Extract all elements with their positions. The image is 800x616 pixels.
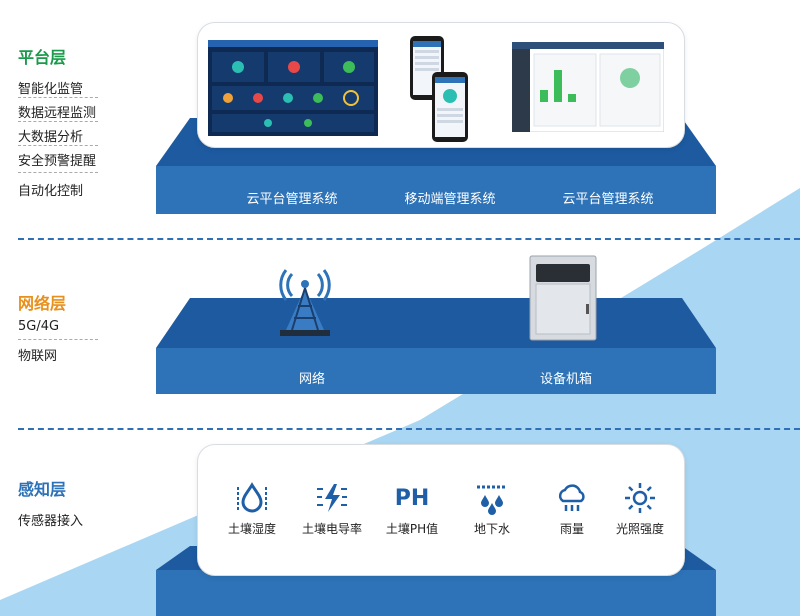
dashboard-screenshot	[208, 40, 378, 136]
platform-item: 智能化监管	[18, 82, 84, 97]
platform-system-label: 云平台管理系统	[562, 192, 654, 207]
sensor-label: 土壤湿度	[227, 522, 276, 536]
network-item: 5G/4G	[18, 319, 60, 334]
platform-item: 安全预警提醒	[18, 154, 97, 169]
equipment-cabinet-icon	[529, 255, 597, 341]
sensor-card	[197, 444, 685, 576]
network-label: 设备机箱	[539, 372, 592, 387]
platform-item: 数据远程监测	[18, 106, 97, 121]
rain-icon	[558, 484, 585, 511]
perception-layer-title: 感知层	[18, 480, 67, 499]
web-platform-screenshot	[512, 42, 664, 132]
item-divider	[18, 121, 98, 122]
sensor-label: 光照强度	[615, 522, 664, 536]
perception-item: 传感器接入	[18, 514, 84, 529]
ph-icon: PH	[394, 485, 430, 511]
network-label: 网络	[298, 372, 325, 387]
sensor-rainfall: 雨量	[532, 480, 612, 537]
sensor-label: 雨量	[559, 522, 584, 536]
platform-system-label: 移动端管理系统	[404, 192, 496, 207]
groundwater-icon	[477, 485, 507, 515]
platform-system-label: 云平台管理系统	[246, 192, 338, 207]
sensor-soil-moisture: 土壤湿度	[212, 480, 292, 537]
sensor-soil-conductivity: 土壤电导率	[292, 480, 372, 537]
soil-conductivity-icon	[317, 484, 347, 512]
item-divider	[18, 339, 98, 340]
sun-icon	[625, 483, 655, 513]
sensor-light-intensity: 光照强度	[600, 480, 680, 537]
item-divider	[18, 172, 98, 173]
signal-tower-icon	[279, 269, 331, 336]
platform-item: 自动化控制	[18, 184, 84, 199]
sensor-groundwater: 地下水	[452, 480, 532, 537]
sensor-label: 土壤电导率	[301, 522, 362, 536]
network-item: 物联网	[18, 349, 58, 364]
item-divider	[18, 97, 98, 98]
platform-layer-title: 平台层	[18, 48, 67, 67]
mobile-screenshot	[410, 36, 468, 142]
platform-item: 大数据分析	[18, 130, 84, 145]
soil-moisture-icon	[237, 482, 267, 513]
network-layer-title: 网络层	[18, 294, 67, 313]
sensor-label: 地下水	[473, 522, 510, 536]
item-divider	[18, 145, 98, 146]
layer-divider	[18, 428, 800, 430]
layer-divider	[18, 238, 800, 240]
sensor-soil-ph: PH 土壤PH值	[372, 480, 452, 537]
sensor-label: 土壤PH值	[385, 522, 439, 536]
